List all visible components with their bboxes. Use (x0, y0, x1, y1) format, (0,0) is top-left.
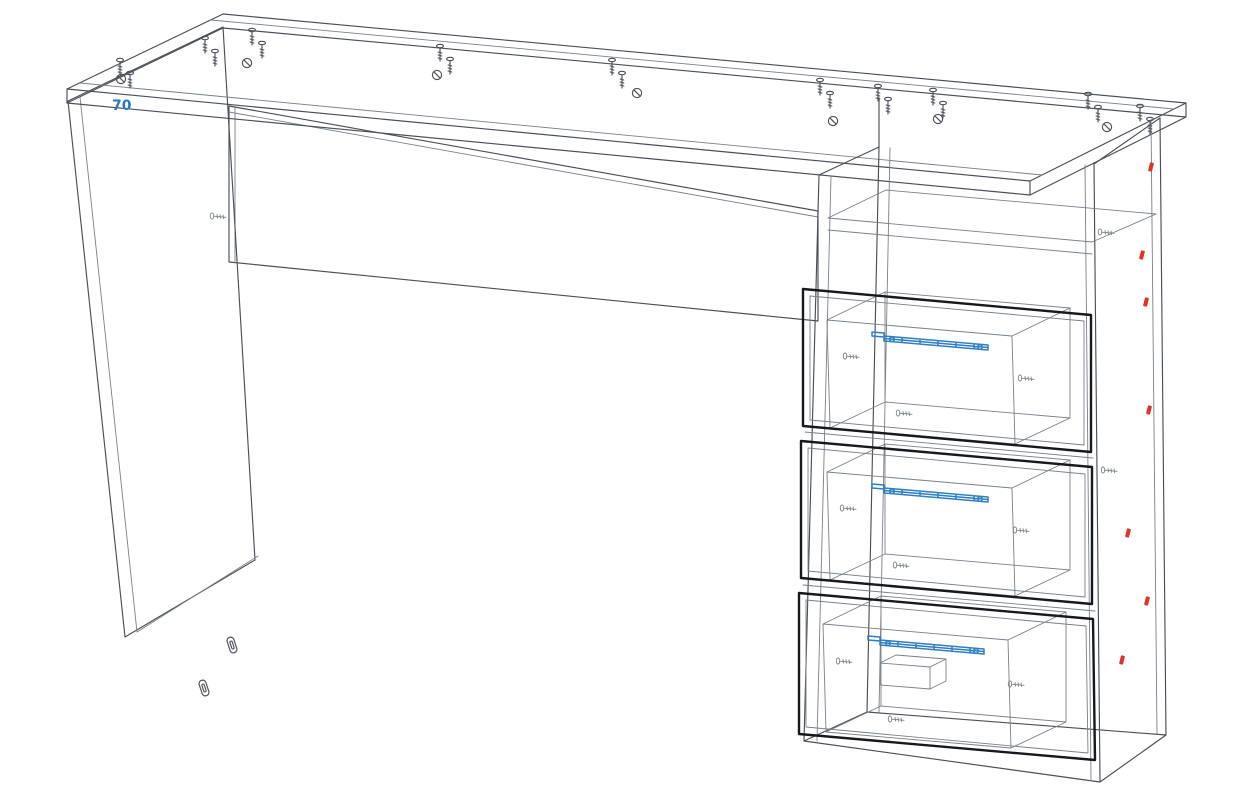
foot-glide-icon (225, 635, 239, 655)
screw-icon (839, 504, 857, 512)
drawer-front-insets (805, 295, 1089, 754)
back-panel (228, 105, 819, 322)
left-side-panel (67, 26, 259, 638)
screw-icon (446, 56, 454, 75)
screw-icon (884, 96, 892, 115)
drawer-slide-1 (871, 331, 989, 351)
drawer-front-2 (799, 439, 1094, 606)
red-marker-icon (1145, 405, 1153, 415)
foot-glides (197, 635, 239, 698)
drawer-front-3 (797, 591, 1097, 762)
screw-icon (608, 57, 616, 76)
red-marker-icon (1124, 528, 1132, 538)
screw-icon (842, 352, 860, 360)
screw-icon (258, 40, 266, 59)
drawer-slides (867, 331, 989, 655)
drawer-slide-3 (867, 635, 985, 655)
cam-lock-icon (631, 87, 643, 99)
side-screws (209, 212, 1118, 723)
screw-icon (1100, 466, 1118, 474)
drawer-front-1 (801, 287, 1093, 454)
top-screws (116, 27, 1154, 135)
foot-glide-icon (197, 678, 211, 698)
cam-lock-icon (241, 57, 253, 69)
screw-icon (892, 561, 910, 569)
tabletop (66, 13, 1187, 196)
screw-icon (1146, 116, 1154, 135)
screw-icon (929, 87, 937, 106)
screw-icon (1012, 526, 1030, 534)
cam-lock-icon (1101, 121, 1113, 133)
screw-icon (209, 212, 227, 220)
red-marker-icon (1143, 596, 1151, 606)
screw-icon (874, 83, 882, 102)
screw-icon (826, 90, 834, 109)
cam-lock-icon (932, 113, 944, 125)
screw-icon (895, 409, 913, 417)
drawer-gap-lines (802, 431, 1096, 612)
red-marker-icon (1142, 297, 1150, 307)
pedestal-top-shelf (827, 189, 1157, 255)
screw-icon (1007, 680, 1025, 688)
screw-icon (816, 77, 824, 96)
screw-icon (1017, 374, 1035, 382)
screw-icon (211, 48, 219, 67)
support-block (879, 654, 947, 690)
cam-lock-icon (431, 69, 443, 81)
cam-lock-icon (827, 115, 839, 127)
screw-icon (618, 70, 626, 89)
red-marker-icon (1147, 162, 1155, 172)
drawer-fronts (797, 287, 1097, 762)
screw-icon (126, 70, 134, 89)
drawer-box-2 (826, 443, 1071, 597)
screw-icon (436, 43, 444, 62)
cam-locks (115, 57, 1113, 133)
screw-icon (116, 57, 124, 76)
dimension-label: 70 (112, 98, 132, 114)
drawer-slide-2 (871, 483, 989, 503)
screw-icon (1097, 228, 1115, 236)
drawer-box-3 (822, 595, 1067, 749)
screw-icon (835, 657, 853, 665)
position-markers (1118, 162, 1155, 665)
screw-icon (201, 35, 209, 54)
screw-icon (1094, 104, 1102, 123)
screw-icon (887, 715, 905, 723)
red-marker-icon (1118, 655, 1126, 665)
drawer-boxes (822, 291, 1071, 749)
red-marker-icon (1138, 250, 1146, 260)
drawer-box-1 (826, 291, 1071, 445)
pedestal-carcass (802, 97, 1167, 783)
